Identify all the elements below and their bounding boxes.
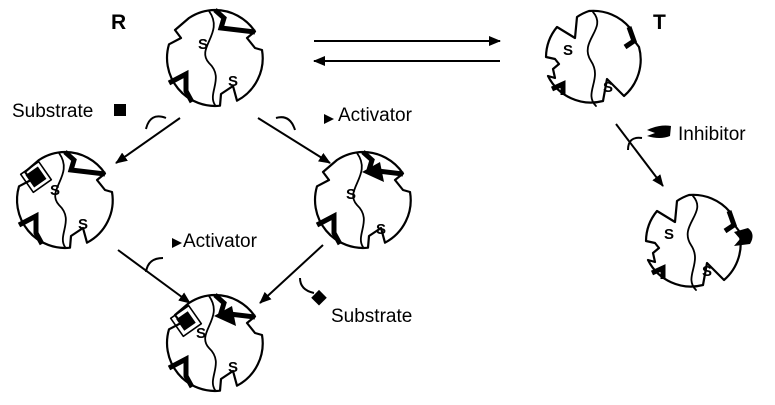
binding-curve <box>627 136 643 151</box>
site-label: S <box>376 221 386 238</box>
site-label: S <box>228 73 238 90</box>
enzyme-r-substrate-bound: S S <box>17 152 113 248</box>
arrow-r-to-activator-bound <box>257 117 331 164</box>
t-state-label: T <box>653 11 666 34</box>
site-label: S <box>664 226 674 243</box>
inhibitor-icon <box>647 125 671 138</box>
arrow-to-fully-bound-left <box>117 249 191 304</box>
bound-inhibitor-icon <box>734 228 753 246</box>
enzyme-r-activator-bound: S S <box>315 152 411 248</box>
arrow-to-fully-bound-right <box>259 244 324 304</box>
site-label: S <box>50 182 60 199</box>
binding-curve <box>299 277 315 294</box>
site-label: S <box>196 325 206 342</box>
activator-triangle-icon <box>172 238 182 248</box>
binding-curve <box>145 115 167 130</box>
activator-label: Activator <box>338 105 413 126</box>
inhibitor-label: Inhibitor <box>678 124 746 145</box>
substrate-site-outline <box>19 160 53 194</box>
substrate-square-icon <box>114 104 126 116</box>
site-label: S <box>603 79 613 96</box>
activator-branch-top: Activator <box>257 105 413 164</box>
site-label: S <box>563 42 573 59</box>
bound-activator-icon <box>214 306 236 326</box>
equilibrium-arrows <box>313 36 501 66</box>
enzyme-r-fully-bound: S S <box>167 295 263 391</box>
site-label: S <box>198 36 208 53</box>
site-label: S <box>78 216 88 233</box>
binding-curve <box>275 116 296 131</box>
activator-branch-middle: Activator <box>117 231 258 304</box>
enzyme-t-inhibited: S S <box>646 195 753 290</box>
enzyme-t: S S <box>546 11 641 106</box>
site-label: S <box>346 186 356 203</box>
substrate-site-outline <box>169 304 203 338</box>
binding-curve <box>145 257 164 273</box>
substrate-label: Substrate <box>331 306 412 327</box>
substrate-branch-left: Substrate <box>12 101 181 164</box>
r-state-label: R <box>111 11 126 34</box>
arrow-t-to-inhibitor-bound <box>615 123 664 187</box>
bound-substrate-icon <box>25 166 47 188</box>
activator-label: Activator <box>183 231 258 252</box>
substrate-diamond-icon <box>311 289 327 306</box>
enzyme-r-top: S S <box>167 10 263 106</box>
arrow-r-to-substrate-bound <box>115 117 181 164</box>
inhibitor-branch: Inhibitor <box>615 123 746 187</box>
activator-triangle-icon <box>324 114 334 124</box>
bound-activator-icon <box>362 162 384 182</box>
site-label: S <box>228 359 238 376</box>
substrate-branch-right: Substrate <box>259 244 412 327</box>
substrate-label: Substrate <box>12 101 93 122</box>
bound-substrate-icon <box>176 311 196 331</box>
site-label: S <box>702 263 712 280</box>
